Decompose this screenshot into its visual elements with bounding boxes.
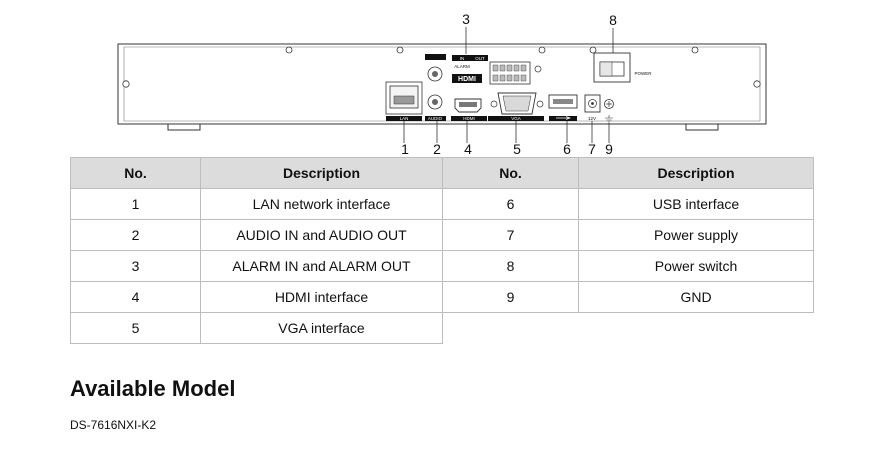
table-cell: ALARM IN and ALARM OUT	[200, 250, 443, 282]
table-row: 3 ALARM IN and ALARM OUT 8 Power switch	[70, 250, 814, 282]
callouts: 1 2 3 4 5 6 7 9 8	[401, 11, 617, 157]
table-row: 4 HDMI interface 9 GND	[70, 281, 814, 313]
table-cell: Power supply	[578, 219, 814, 251]
header-description-left: Description	[200, 157, 443, 189]
table-cell: 4	[70, 281, 201, 313]
header-no-right: No.	[442, 157, 579, 189]
power-switch: POWER	[593, 52, 652, 83]
callout-2: 2	[433, 141, 441, 157]
table-cell: 3	[70, 250, 201, 282]
vga-label: VGA	[511, 116, 521, 121]
table-cell: 5	[70, 312, 201, 344]
callout-8: 8	[609, 12, 617, 28]
lan-label: LAN	[400, 116, 409, 121]
table-cell: 8	[442, 250, 579, 282]
table-cell: 7	[442, 219, 579, 251]
alarm-terminal: IN OUT ALARM HDMI	[452, 55, 542, 85]
lan-port: LAN	[385, 81, 423, 121]
table-cell: GND	[578, 281, 814, 313]
callout-4: 4	[464, 141, 472, 157]
dc-label: 12V	[588, 116, 596, 121]
rear-panel-diagram: LAN AUDIO IN OUT ALARM HDMI H	[117, 11, 767, 157]
hdmi-port-label: HDMI	[463, 116, 475, 121]
table-row: 5 VGA interface	[70, 312, 814, 344]
callout-6: 6	[563, 141, 571, 157]
screws	[122, 46, 761, 88]
interface-table: No. Description No. Description 1 LAN ne…	[70, 157, 814, 344]
callout-5: 5	[513, 141, 521, 157]
table-header-row: No. Description No. Description	[70, 157, 814, 189]
hdmi-port: HDMI	[451, 98, 487, 121]
alarm-label: ALARM	[454, 64, 470, 69]
callout-7: 7	[588, 141, 596, 157]
table-cell: LAN network interface	[200, 188, 443, 220]
table-cell: HDMI interface	[200, 281, 443, 313]
table-cell: 6	[442, 188, 579, 220]
power-label: POWER	[634, 71, 652, 76]
power-jack: 12V	[584, 94, 601, 121]
section-title: Available Model	[70, 376, 236, 401]
callout-1: 1	[401, 141, 409, 157]
callout-9: 9	[605, 141, 613, 157]
table-cell: 1	[70, 188, 201, 220]
table-cell: AUDIO IN and AUDIO OUT	[200, 219, 443, 251]
header-no-left: No.	[70, 157, 201, 189]
table-cell: VGA interface	[200, 312, 443, 344]
callout-3: 3	[462, 11, 470, 27]
gnd-screw	[604, 99, 614, 123]
usb-port	[548, 94, 578, 121]
table-cell: Power switch	[578, 250, 814, 282]
table-cell: 9	[442, 281, 579, 313]
table-row: 1 LAN network interface 6 USB interface	[70, 188, 814, 220]
leader-lines	[403, 27, 614, 143]
audio-ports: AUDIO	[425, 54, 446, 121]
table-cell: 2	[70, 219, 201, 251]
table-cell: USB interface	[578, 188, 814, 220]
header-description-right: Description	[578, 157, 814, 189]
alarm-out-label: OUT	[475, 56, 485, 61]
table-cell-empty	[578, 312, 814, 344]
hdmi-logo: HDMI	[458, 76, 476, 83]
model-number: DS-7616NXI-K2	[70, 418, 157, 432]
audio-label: AUDIO	[428, 116, 443, 121]
table-row: 2 AUDIO IN and AUDIO OUT 7 Power supply	[70, 219, 814, 251]
chassis	[117, 43, 767, 131]
alarm-in-label: IN	[460, 56, 465, 61]
vga-port: VGA	[488, 92, 544, 121]
table-cell-empty	[442, 312, 579, 344]
